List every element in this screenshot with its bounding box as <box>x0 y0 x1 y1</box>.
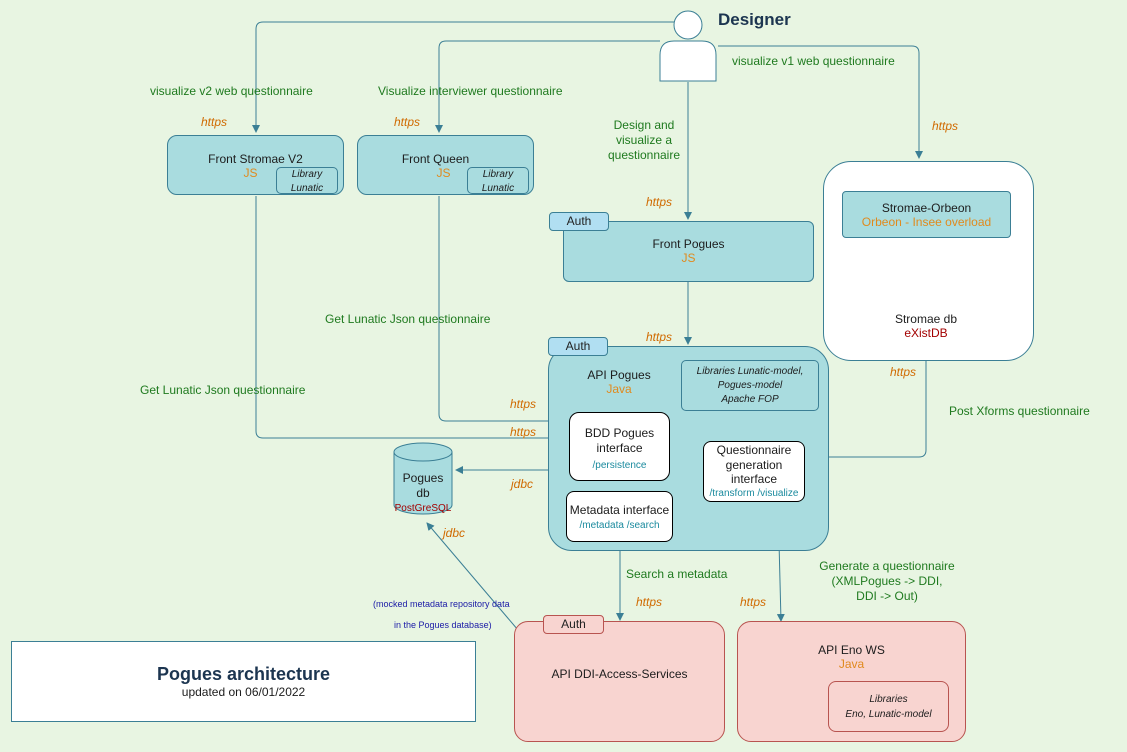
protocol-https-ddi: https <box>636 595 663 609</box>
stromae-orbeon-box: Stromae-Orbeon Orbeon - Insee overload <box>842 191 1011 238</box>
stromae-db-title: Stromae db <box>894 312 958 326</box>
edge-label-generate: Generate a questionnaire (XMLPogues -> D… <box>819 559 955 603</box>
bdd-pogues-title-2: interface <box>596 441 643 455</box>
front-queen-library-label-1: Library <box>482 169 514 180</box>
eno-ws-libraries-label-1: Libraries <box>869 694 908 705</box>
edge-label-interviewer: Visualize interviewer questionnaire <box>378 84 563 98</box>
designer-label: Designer <box>718 10 791 29</box>
edge-ddi-pogues-db <box>426 522 519 631</box>
api-pogues-header: API Pogues Java <box>576 368 662 396</box>
eno-ws-title: API Eno WS <box>818 643 885 657</box>
api-pogues-auth-tab: Auth <box>548 337 608 356</box>
metadata-interface-path: /metadata /search <box>579 520 660 531</box>
front-pogues-box: Front Pogues JS <box>563 221 814 282</box>
api-pogues-libraries: Libraries Lunatic-model, Pogues-model Ap… <box>681 360 819 411</box>
edge-label-design: Design and visualize a questionnaire <box>607 118 681 162</box>
bdd-pogues-interface: BDD Pogues interface /persistence <box>569 412 670 481</box>
front-queen-library: Library Lunatic <box>467 167 529 194</box>
pogues-db-title-2: db <box>416 486 430 500</box>
front-stromae-tech: JS <box>243 166 258 180</box>
api-pogues-libraries-label-1: Libraries Lunatic-model, <box>696 366 804 377</box>
protocol-jdbc-ddi: jdbc <box>443 526 466 540</box>
stromae-db-label: Stromae db eXistDB <box>879 312 973 340</box>
protocol-https-eno: https <box>740 595 767 609</box>
front-stromae-title: Front Stromae V2 <box>208 152 303 166</box>
legend-subtitle: updated on 06/01/2022 <box>181 685 306 699</box>
edge-label-get-lunatic-1: Get Lunatic Json questionnaire <box>325 312 491 326</box>
protocol-jdbc-bdd: jdbc <box>511 477 534 491</box>
protocol-https-api-pogues: https <box>646 330 673 344</box>
legend-box: Pogues architecture updated on 06/01/202… <box>11 641 476 722</box>
qgen-title-3: interface <box>730 472 778 486</box>
front-pogues-tech: JS <box>681 251 696 265</box>
edge-qgen-stromae-db <box>805 348 930 458</box>
stromae-db-tech: eXistDB <box>904 326 948 340</box>
ddi-access-auth-tab: Auth <box>543 615 604 634</box>
questionnaire-generation-interface: Questionnaire generation interface /tran… <box>703 441 805 502</box>
edge-label-post-xforms: Post Xforms questionnaire <box>949 404 1090 418</box>
protocol-https-stromae-bdd: https <box>510 425 537 439</box>
front-stromae-library: Library Lunatic <box>276 167 338 194</box>
protocol-https-queen: https <box>394 115 421 129</box>
protocol-https-stromae-db: https <box>890 365 917 379</box>
eno-ws-libraries: Libraries Eno, Lunatic-model <box>828 681 949 732</box>
api-pogues-title: API Pogues <box>587 368 651 382</box>
legend-title: Pogues architecture <box>156 664 331 684</box>
stromae-orbeon-tech: Orbeon - Insee overload <box>861 215 992 229</box>
front-queen-title: Front Queen <box>401 152 470 166</box>
edge-label-v2-web: visualize v2 web questionnaire <box>150 84 313 98</box>
mock-note-line-2: in the Pogues database) <box>394 620 492 630</box>
front-stromae-library-label-1: Library <box>291 169 323 180</box>
front-queen-library-label-2: Lunatic <box>481 183 515 194</box>
eno-ws-tech: Java <box>838 657 865 671</box>
protocol-https-v2: https <box>201 115 228 129</box>
edge-designer-front-queen <box>435 40 660 133</box>
api-pogues-libraries-label-3: Apache FOP <box>721 394 779 405</box>
edge-designer-front-stromae <box>252 21 675 133</box>
qgen-path: /transform /visualize <box>709 487 799 499</box>
pogues-db-cylinder <box>393 442 453 515</box>
eno-ws-libraries-label-2: Eno, Lunatic-model <box>845 709 932 720</box>
qgen-title-1: Questionnaire <box>716 443 792 457</box>
front-queen-tech: JS <box>436 166 451 180</box>
metadata-interface-title: Metadata interface <box>569 503 670 517</box>
protocol-https-queen-bdd: https <box>510 397 537 411</box>
protocol-https-v1: https <box>932 119 959 133</box>
edge-label-v1-web: visualize v1 web questionnaire <box>732 54 895 68</box>
ddi-access-box: API DDI-Access-Services <box>514 621 725 742</box>
ddi-access-title: API DDI-Access-Services <box>551 667 688 681</box>
bdd-pogues-title-1: BDD Pogues <box>584 426 655 440</box>
pogues-db-label: Pogues db PostGreSQL <box>394 471 452 516</box>
stromae-orbeon-title: Stromae-Orbeon <box>881 201 972 215</box>
edge-stromae-bdd <box>255 196 569 442</box>
front-pogues-auth-tab: Auth <box>549 212 609 231</box>
metadata-interface: Metadata interface /metadata /search <box>566 491 673 542</box>
front-pogues-title: Front Pogues <box>652 237 725 251</box>
bdd-pogues-path: /persistence <box>592 460 647 471</box>
edge-label-get-lunatic-2: Get Lunatic Json questionnaire <box>140 383 306 397</box>
qgen-title-2: generation <box>725 457 783 472</box>
edge-label-search-metadata: Search a metadata <box>626 567 728 581</box>
edge-designer-stromae-orbeon <box>718 45 923 159</box>
edge-queen-bdd <box>438 196 569 425</box>
pogues-db-title-1: Pogues <box>402 471 444 485</box>
api-pogues-libraries-label-2: Pogues-model <box>717 380 783 391</box>
front-stromae-library-label-2: Lunatic <box>290 183 324 194</box>
mock-note-line-1: (mocked metadata repository data <box>373 599 510 609</box>
api-pogues-tech: Java <box>606 382 632 396</box>
designer-user-icon <box>659 10 717 82</box>
protocol-https-front-pogues: https <box>646 195 673 209</box>
pogues-db-tech: PostGreSQL <box>394 503 452 514</box>
